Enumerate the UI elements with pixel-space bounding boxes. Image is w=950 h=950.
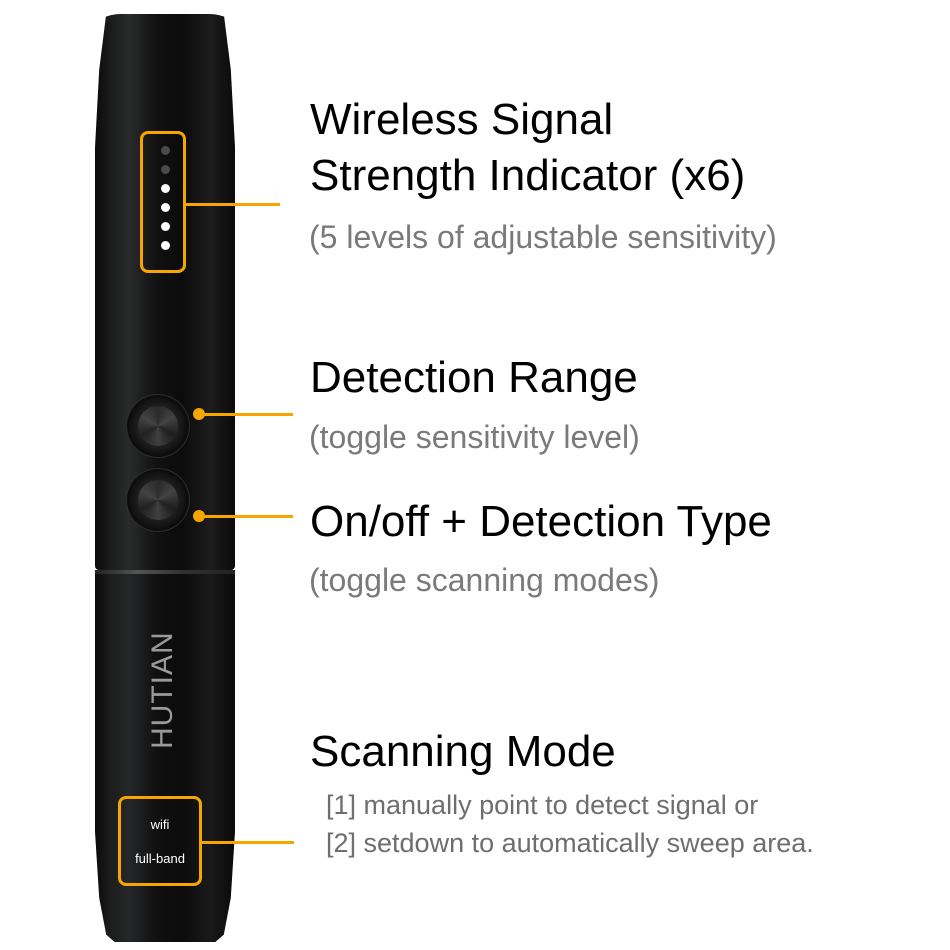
callout-detail-mode-2: [2] setdown to automatically sweep area. xyxy=(326,828,814,858)
callout-subtitle-led: (5 levels of adjustable sensitivity) xyxy=(309,219,777,255)
led-5-icon xyxy=(161,222,170,231)
mode-label-full-band: full-band xyxy=(135,851,185,866)
led-4-icon xyxy=(161,203,170,212)
callout-detail-mode-1: [1] manually point to detect signal or xyxy=(326,790,759,820)
callout-title-power: On/off + Detection Type xyxy=(310,497,772,546)
callout-title-led-line2: Strength Indicator (x6) xyxy=(310,151,746,200)
brand-logo: HUTIAN xyxy=(146,631,179,749)
scanning-mode-label-panel: wifi full-band xyxy=(118,796,202,886)
mode-label-wifi: wifi xyxy=(150,817,170,832)
led-2-icon xyxy=(161,165,170,174)
callout-subtitle-power: (toggle scanning modes) xyxy=(309,562,660,598)
callout-line-power xyxy=(199,515,293,518)
callout-line-led xyxy=(186,203,280,206)
led-6-icon xyxy=(161,241,170,250)
power-mode-button[interactable] xyxy=(130,472,186,528)
callout-title-range: Detection Range xyxy=(310,353,638,402)
led-1-icon xyxy=(161,146,170,155)
device-seam xyxy=(95,570,235,574)
callout-line-mode xyxy=(202,841,294,844)
detection-range-button[interactable] xyxy=(130,398,186,454)
callout-line-range xyxy=(199,413,293,416)
signal-strength-led-panel xyxy=(140,131,186,273)
led-3-icon xyxy=(161,184,170,193)
callout-subtitle-range: (toggle sensitivity level) xyxy=(309,419,640,455)
callout-title-led-line1: Wireless Signal xyxy=(310,95,614,144)
callout-title-mode: Scanning Mode xyxy=(310,727,616,776)
